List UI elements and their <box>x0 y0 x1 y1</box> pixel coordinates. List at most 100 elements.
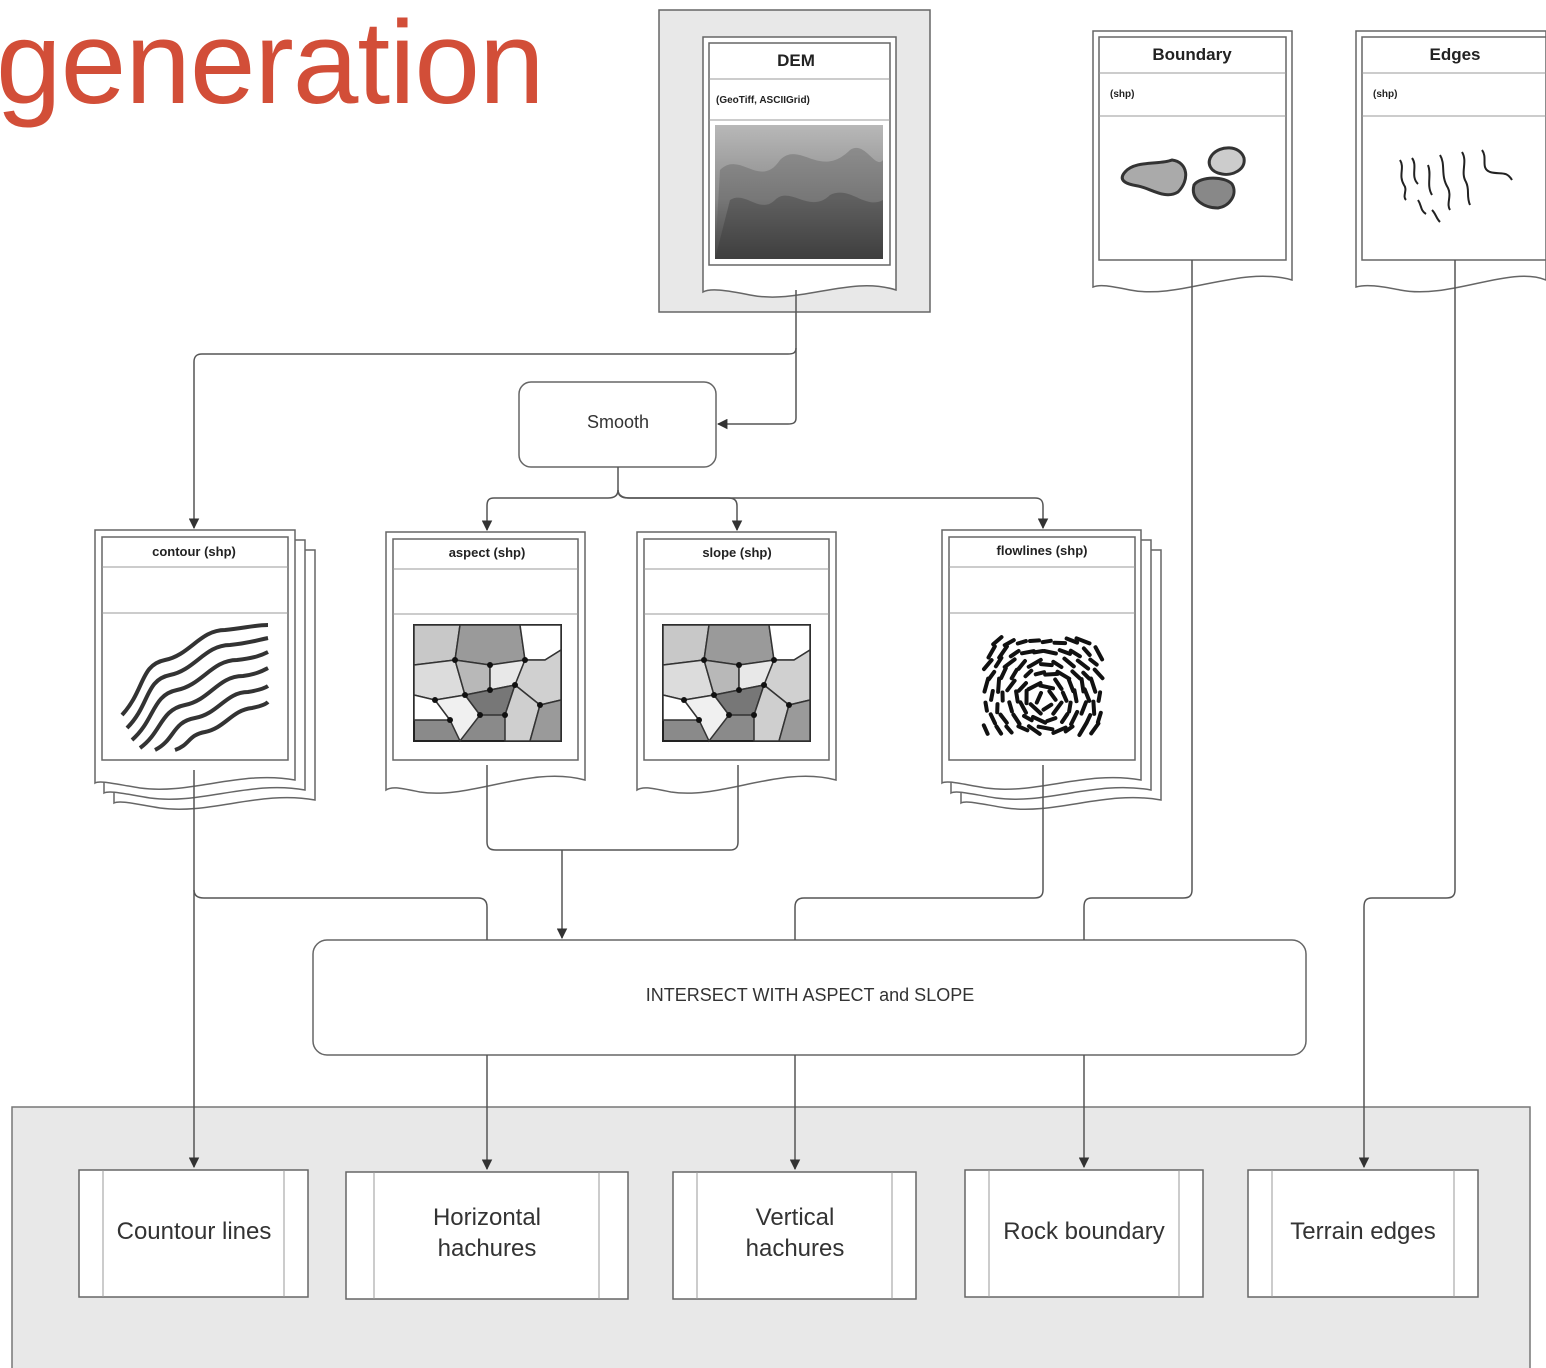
flowline-mark <box>1096 690 1103 703</box>
flowline-mark <box>1016 659 1027 671</box>
flowline-mark <box>1005 678 1017 693</box>
aspect-polygons-image <box>413 624 562 743</box>
flowline-mark <box>1043 671 1060 677</box>
aspect-layer: aspect (shp) <box>385 531 586 794</box>
flowline-mark <box>1082 687 1092 703</box>
flowline-mark <box>1064 636 1080 645</box>
slope-layer: slope (shp) <box>636 531 837 794</box>
output-vertical-hachures: Vertical hachures <box>672 1171 917 1300</box>
flowline-mark <box>1072 688 1079 704</box>
output-terrain-edges: Terrain edges <box>1247 1169 1479 1298</box>
connectors <box>188 260 1456 1171</box>
flowline-mark <box>1020 649 1036 656</box>
flowline-mark <box>1062 656 1076 669</box>
flowline-mark <box>1057 648 1072 656</box>
contour-lines-label: Countour lines <box>117 1218 272 1245</box>
flowline-mark <box>1028 638 1041 643</box>
smooth-process: Smooth <box>518 381 717 468</box>
flowline-mark <box>1092 667 1105 681</box>
flowline-mark <box>988 712 997 726</box>
flowline-mark <box>1051 700 1064 716</box>
flowline-mark <box>1015 639 1028 646</box>
flowline-mark <box>1088 657 1099 667</box>
flowline-mark <box>1026 724 1042 736</box>
contour-lines-image <box>120 623 270 752</box>
flowline-mark <box>1051 725 1068 735</box>
dem-formats: (GeoTiff, ASCIIGrid) <box>716 95 810 106</box>
flowline-mark <box>994 724 1004 736</box>
edges-formats: (shp) <box>1373 89 1397 100</box>
smooth-label: Smooth <box>587 412 649 432</box>
flowline-mark <box>1075 658 1091 671</box>
rock-boundary-label: Rock boundary <box>1003 1218 1164 1245</box>
horizontal-hachures-label-2: hachures <box>438 1235 537 1262</box>
flowline-mark <box>993 655 1004 669</box>
flowline-mark <box>1023 668 1034 679</box>
flowline-mark <box>1016 681 1028 693</box>
flowline-mark <box>1045 716 1058 723</box>
flowline-mark <box>1069 709 1080 727</box>
flowline-mark <box>1081 646 1092 657</box>
page-title: generation <box>0 0 545 129</box>
horizontal-hachures-label-1: Horizontal <box>433 1204 541 1231</box>
boundary-polygons-image <box>1120 146 1246 210</box>
flowline-mark <box>1026 657 1043 669</box>
flowline-mark <box>1070 669 1082 681</box>
boundary-input: Boundary (shp) <box>1092 30 1293 293</box>
flowline-mark <box>1031 714 1048 725</box>
flowline-mark <box>982 658 994 672</box>
flowline-mark <box>1081 670 1092 681</box>
flowlines-image <box>981 635 1105 737</box>
flowline-mark <box>1014 689 1020 704</box>
slope-title: slope (shp) <box>702 545 771 560</box>
edges-title: Edges <box>1429 45 1480 64</box>
flowline-mark <box>1089 676 1098 694</box>
flowline-mark <box>1041 702 1054 712</box>
flowline-mark <box>1063 724 1075 734</box>
flowline-mark <box>981 723 990 736</box>
flowline-mark <box>1077 721 1089 737</box>
flowline-mark <box>1016 724 1030 733</box>
edges-input: Edges (shp) <box>1355 30 1546 293</box>
flowline-mark <box>1004 724 1014 735</box>
terrain-edges-label: Terrain edges <box>1290 1218 1435 1245</box>
flowline-mark <box>989 689 995 702</box>
flowline-mark <box>996 676 1002 694</box>
flowline-mark <box>1018 700 1028 715</box>
flowline-mark <box>1026 681 1043 692</box>
boundary-formats: (shp) <box>1110 89 1134 100</box>
flowline-mark <box>1040 638 1053 645</box>
flowline-mark <box>1095 710 1103 725</box>
flowline-mark <box>997 644 1009 660</box>
flowline-mark <box>1091 699 1097 716</box>
intersect-label: INTERSECT WITH ASPECT and SLOPE <box>646 985 974 1005</box>
flowline-mark <box>1036 724 1055 732</box>
intersect-process: INTERSECT WITH ASPECT and SLOPE <box>312 939 1307 1056</box>
flowline-mark <box>1068 648 1082 659</box>
flowline-mark <box>1002 638 1016 648</box>
flowline-mark <box>1028 702 1043 716</box>
flowline-mark <box>1008 649 1021 659</box>
flowline-mark <box>1089 721 1101 736</box>
flowline-mark <box>998 712 1009 725</box>
flowline-mark <box>1039 662 1054 668</box>
flowline-mark <box>1022 714 1034 723</box>
dem-raster-image <box>715 125 883 259</box>
flowline-mark <box>1055 669 1072 681</box>
flowline-mark <box>1067 700 1073 714</box>
flowline-mark <box>1053 677 1064 691</box>
output-rock-boundary: Rock boundary <box>964 1169 1204 1298</box>
slope-polygons-image <box>662 624 811 743</box>
aspect-title: aspect (shp) <box>449 545 526 560</box>
flowlines-layer: flowlines (shp) <box>941 529 1162 810</box>
flowline-mark <box>1047 689 1058 702</box>
flowline-mark <box>986 644 997 660</box>
flowline-mark <box>1042 649 1058 656</box>
dem-input: DEM (GeoTiff, ASCIIGrid) <box>658 9 931 313</box>
flowline-mark <box>983 700 989 713</box>
contour-title: contour (shp) <box>152 544 236 559</box>
flowline-mark <box>1011 712 1022 726</box>
vertical-hachures-label-1: Vertical <box>756 1204 835 1231</box>
